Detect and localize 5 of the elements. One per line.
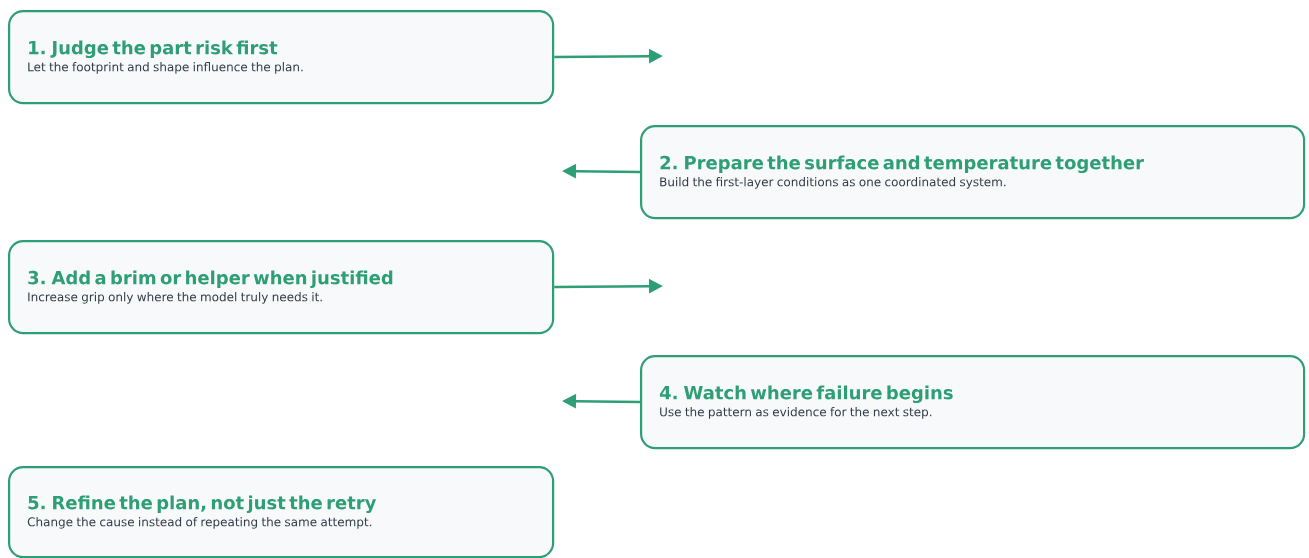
- step-box: 1. Judge the part risk first Let the footprint and shape influence the plan.: [8, 10, 555, 105]
- step-box: 4. Watch where failure begins Use the pattern as evidence for the next step.: [640, 355, 1306, 450]
- step-box: 5. Refine the plan, not just the retry Change the cause instead of repeating the same attempt.: [8, 466, 555, 558]
- step-box: 2. Prepare the surface and temperature together Build the first-layer conditions as one coordinated system.: [640, 125, 1306, 220]
- step-box: 3. Add a brim or helper when justified Increase grip only where the model truly needs it.: [8, 240, 555, 335]
